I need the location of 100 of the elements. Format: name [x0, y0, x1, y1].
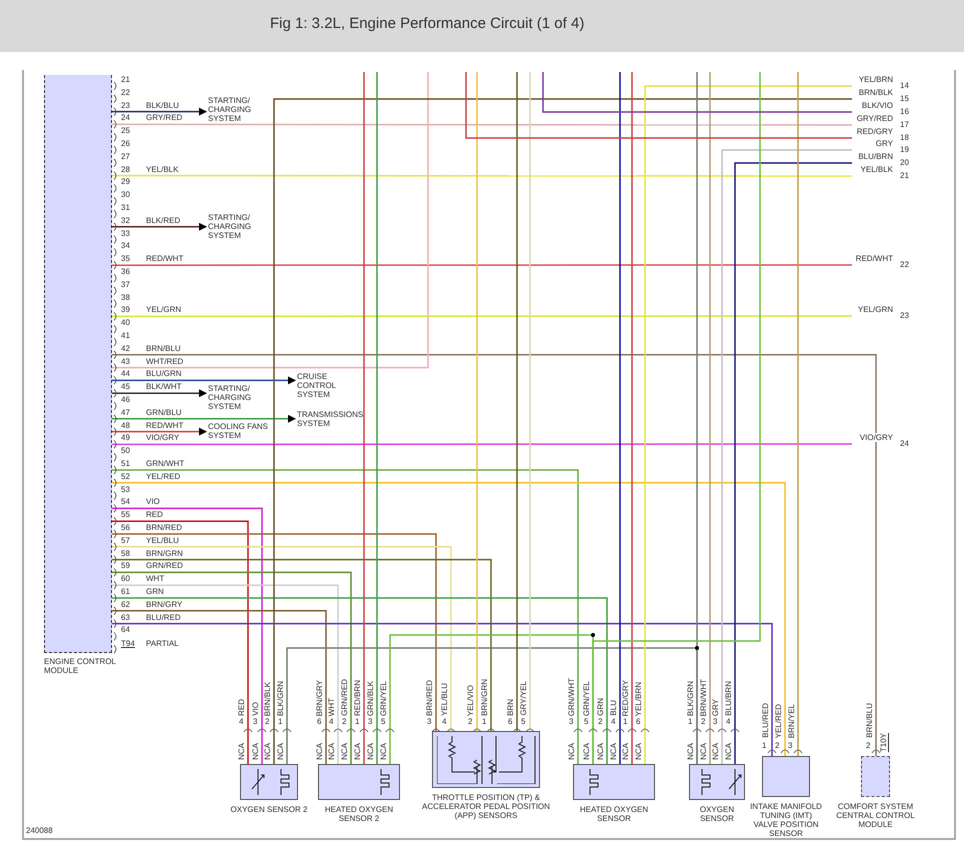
- pin-number: 29: [121, 177, 130, 186]
- sensor-name: HEATED OXYGEN SENSOR: [578, 805, 650, 823]
- wire-color-code: RED/GRY: [621, 680, 630, 716]
- wire-color-code: WHT: [146, 574, 164, 584]
- pin-number: 47: [121, 408, 130, 417]
- wire-color-code: GRN/RED: [146, 561, 183, 570]
- pin-number: 26: [121, 139, 130, 148]
- pin-number: 5: [584, 717, 588, 726]
- wire: [465, 72, 852, 139]
- wire-color-code: GRY: [711, 698, 720, 716]
- wire-color-code: RED/BRN: [353, 680, 362, 716]
- pin-number: 3: [569, 717, 574, 726]
- wire: [619, 72, 621, 764]
- wire-color-code: YEL/RED: [774, 704, 783, 738]
- pin-number: 1: [762, 741, 766, 750]
- terminal-note: NCA: [379, 743, 388, 760]
- wire: [112, 376, 296, 384]
- wire-color-code: GRN/BLK: [366, 680, 375, 716]
- wire-color-code: BLK/GRN: [276, 680, 285, 716]
- pin-number: 41: [121, 331, 130, 340]
- pin-number: 25: [121, 126, 130, 136]
- wire-color-code: BLK/GRN: [686, 680, 695, 716]
- wire-color-code: WHT: [327, 698, 336, 716]
- wire-color-code: BRN: [506, 699, 515, 716]
- wire-color-code: YEL/BLK: [146, 164, 178, 174]
- pin-number: 18: [900, 133, 909, 142]
- pin-number: 57: [121, 536, 130, 545]
- terminal-note: NCA: [596, 743, 605, 760]
- terminal-note: NCA: [366, 743, 375, 760]
- wire: [112, 482, 786, 756]
- wire: [112, 124, 852, 126]
- pin-number: 1: [688, 717, 692, 726]
- pin-number: 43: [121, 356, 130, 366]
- pin-number: 61: [121, 587, 130, 596]
- pin-number: 2: [701, 717, 706, 726]
- pin-number: T94: [121, 639, 135, 648]
- wire: [112, 597, 608, 764]
- pin-number: 1: [482, 717, 486, 726]
- pin-number: 24: [121, 113, 130, 122]
- wire: [516, 72, 518, 731]
- pin-number: 28: [121, 164, 130, 174]
- pin-number: 23: [121, 100, 130, 110]
- wire-color-code: GRN: [596, 698, 605, 716]
- pin-number: 16: [900, 107, 909, 116]
- wire-color-code: BRN/BLU: [865, 703, 874, 738]
- pin-number: 27: [121, 152, 130, 161]
- wire-color-code: GRN/BLU: [146, 408, 182, 417]
- pin-number: 51: [121, 459, 130, 468]
- wire-color-code: GRY/YEL: [519, 681, 528, 716]
- pin-number: 1: [355, 717, 360, 726]
- wire: [112, 469, 579, 764]
- wire-color-code: BRN/BLU: [146, 344, 181, 353]
- wire: [112, 610, 327, 764]
- wire-color-code: YEL/RED: [146, 472, 180, 481]
- wire-color-code: GRN/YEL: [582, 680, 591, 716]
- wire-color-code: BLU/RED: [146, 612, 181, 622]
- wire-color-code: RED: [237, 699, 246, 716]
- wire-color-code: BRN/GRY: [315, 680, 324, 716]
- wire-color-code: VIO: [146, 497, 160, 506]
- pin-number: 2: [866, 741, 870, 750]
- sensor-name: HEATED OXYGEN SENSOR 2: [324, 805, 394, 823]
- wire: [112, 108, 207, 116]
- wire-color-code: YEL/VIO: [466, 684, 475, 716]
- wire: [363, 72, 365, 764]
- pin-number: 3: [253, 717, 258, 726]
- pin-number: 39: [121, 305, 130, 314]
- pin-number: 53: [121, 484, 130, 494]
- pin-number: 19: [900, 145, 909, 154]
- wire: [529, 72, 531, 731]
- terminal-note: NCA: [263, 743, 272, 760]
- wire: [644, 85, 852, 764]
- pin-number: 42: [121, 344, 130, 353]
- pin-number: 5: [381, 717, 386, 726]
- pin-number: 40: [121, 318, 130, 328]
- wire-color-code: BRN/GRY: [146, 600, 182, 609]
- pin-number: 3: [427, 717, 432, 726]
- wire-color-code: BLU/BRN: [724, 681, 733, 716]
- pin-number: 6: [317, 717, 322, 726]
- pin-number: 6: [636, 717, 640, 726]
- pin-number: 15: [900, 94, 909, 103]
- wire: [112, 622, 773, 756]
- pin-number: 24: [900, 439, 909, 448]
- pin-number: 38: [121, 292, 130, 302]
- pin-number: 22: [121, 88, 130, 97]
- wire: [112, 72, 429, 368]
- pin-number: 56: [121, 523, 130, 532]
- pin-number: 44: [121, 369, 130, 378]
- wire: [273, 98, 852, 764]
- wire-color-code: YEL/BRN: [634, 682, 643, 716]
- pin-number: 31: [121, 203, 130, 212]
- pin-number: 62: [121, 600, 130, 609]
- wire: [389, 634, 594, 764]
- wire-color-code: GRN/RED: [340, 679, 349, 716]
- wire: [112, 414, 296, 423]
- terminal-note: NCA: [353, 743, 362, 760]
- pin-number: 33: [121, 228, 130, 238]
- pin-number: 60: [121, 574, 130, 584]
- wire-color-code: BLU: [609, 700, 618, 716]
- wire-color-code: BRN/GRN: [480, 679, 489, 716]
- wire: [112, 174, 852, 177]
